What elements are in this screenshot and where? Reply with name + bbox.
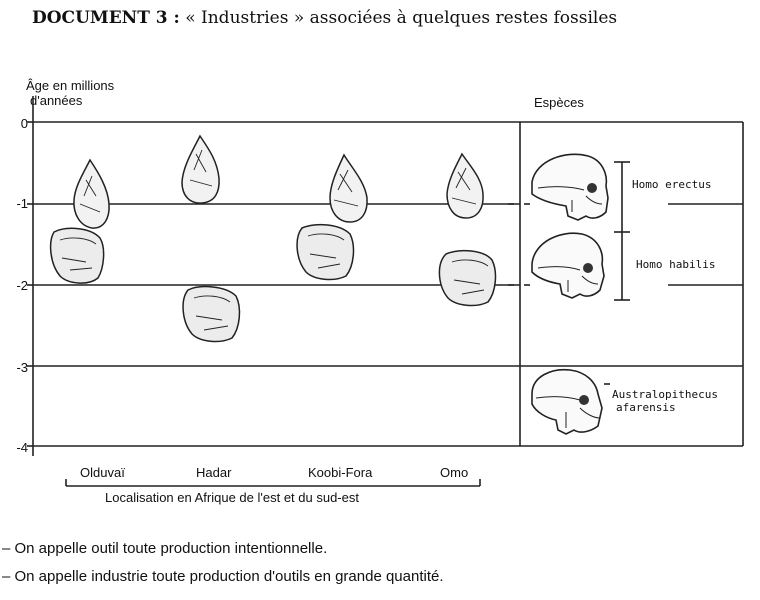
site-koobi-fora: Koobi-Fora xyxy=(308,465,373,480)
note-industrie: – On appelle industrie toute production … xyxy=(2,568,444,585)
y-tick-1: -1 xyxy=(16,196,28,211)
skull-australopithecus xyxy=(531,368,603,435)
y-axis-label: Âge en millions d'années xyxy=(26,78,115,108)
biface-koobi-fora xyxy=(329,153,368,223)
y-tick-4: -4 xyxy=(16,440,28,455)
especes-label: Espèces xyxy=(534,95,584,110)
site-hadar: Hadar xyxy=(196,465,232,480)
y-tick-0: 0 xyxy=(20,116,28,131)
y-tick-3: -3 xyxy=(16,360,28,375)
localisation-label: Localisation en Afrique de l'est et du s… xyxy=(105,490,359,505)
pebble-tool-hadar xyxy=(182,285,241,343)
note-outil: – On appelle outil toute production inte… xyxy=(2,540,328,557)
skull-homo-habilis xyxy=(531,232,605,299)
pebble-tool-olduvai xyxy=(49,227,105,284)
label-australopithecus: Australopithecus afarensis xyxy=(612,388,718,414)
document-title: DOCUMENT 3 : « Industries » associées à … xyxy=(32,8,618,28)
pebble-tool-koobi-fora xyxy=(296,223,355,281)
skull-homo-erectus xyxy=(531,153,609,221)
pebble-tool-omo xyxy=(438,249,497,307)
site-olduvai: Olduvaï xyxy=(80,465,125,480)
y-tick-2: -2 xyxy=(16,278,28,293)
label-homo-erectus: Homo erectus xyxy=(632,178,712,191)
biface-olduvai xyxy=(73,158,110,229)
biface-hadar xyxy=(181,134,220,204)
label-homo-habilis: Homo habilis xyxy=(636,258,716,271)
biface-omo xyxy=(446,152,484,219)
site-omo: Omo xyxy=(440,465,469,480)
